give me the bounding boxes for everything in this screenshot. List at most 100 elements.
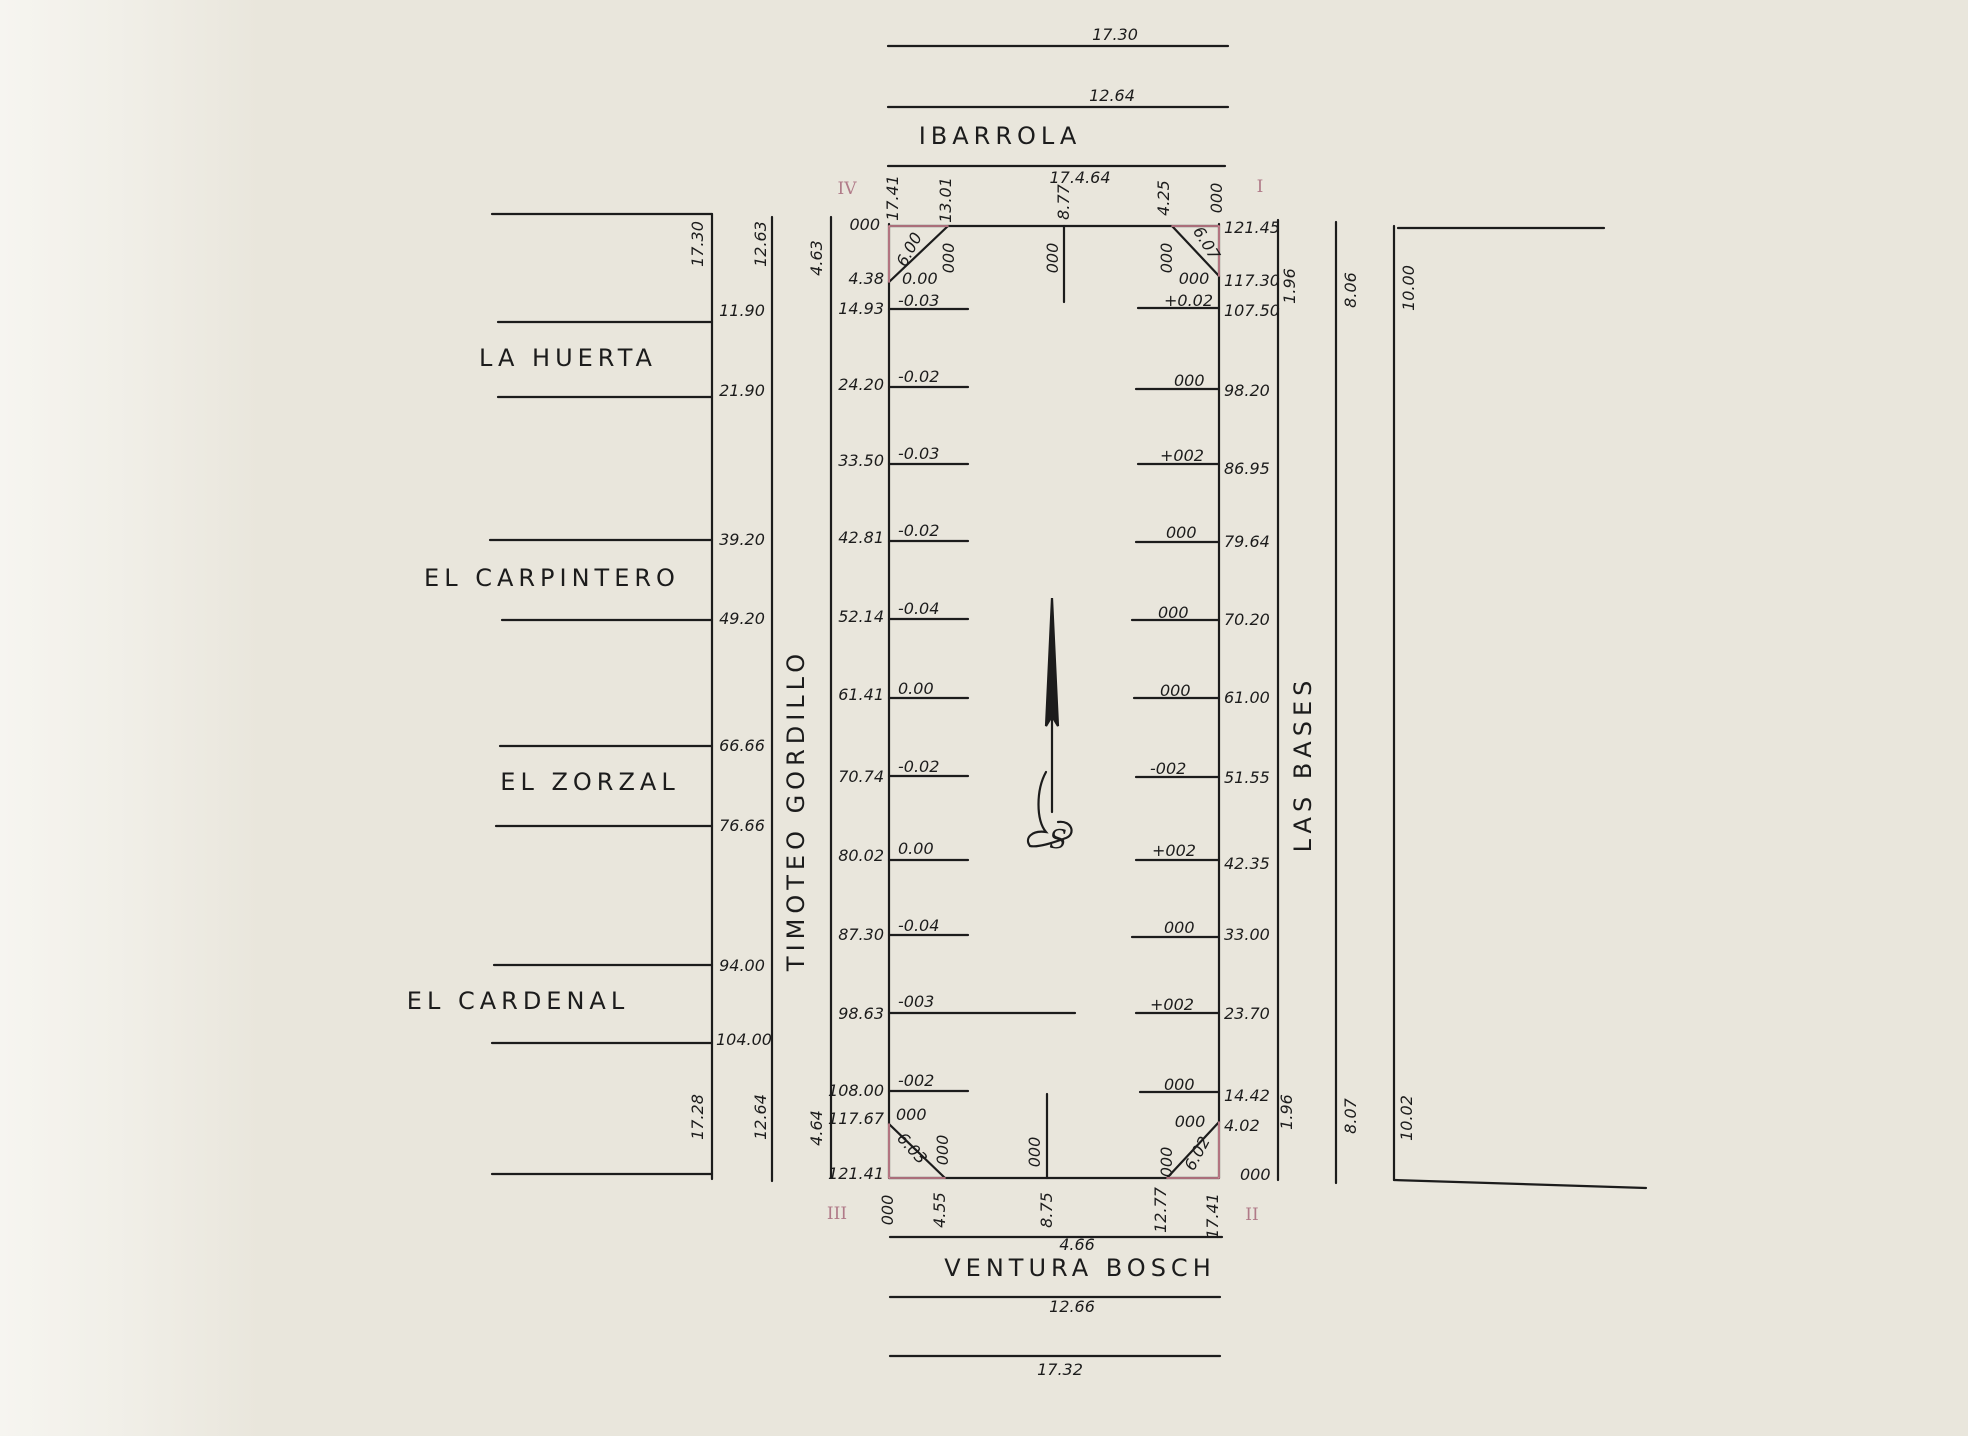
- street-name-south: VENTURA BOSCH: [944, 1254, 1215, 1282]
- north-left-offset: 4.63: [807, 240, 826, 276]
- chainage-value: 87.30: [838, 925, 884, 944]
- south-mark: 8.75: [1037, 1192, 1056, 1228]
- east-block-depth-top: 10.00: [1399, 265, 1418, 311]
- chainage-value: 80.02: [838, 846, 884, 865]
- level-value: -002: [898, 1071, 934, 1090]
- south-street: 4.66 VENTURA BOSCH 12.66 17.32: [888, 1235, 1224, 1379]
- sw-chamfer: [887, 1122, 947, 1180]
- chainage-value: 14.93: [838, 299, 884, 318]
- chainage-value: 51.55: [1224, 768, 1270, 787]
- chainage-value: 79.64: [1224, 532, 1270, 551]
- chainage-value: 98.63: [838, 1004, 884, 1023]
- chainage-value: 52.14: [838, 607, 884, 626]
- se-chamfer-length: 6.02: [1180, 1133, 1214, 1173]
- street-name-east: LAS BASES: [1289, 676, 1317, 853]
- level-value: +002: [1160, 446, 1204, 465]
- lot-depth-top: 17.30: [688, 221, 707, 267]
- north-left-offset-2: 4.38: [848, 269, 884, 288]
- lot-measure: 49.20: [719, 609, 765, 628]
- lot-measure: 21.90: [719, 381, 765, 400]
- level-value: 000: [1158, 603, 1189, 622]
- level-value: -0.02: [898, 367, 939, 386]
- level-value: 0.00: [898, 679, 934, 698]
- level-value: 000: [1166, 523, 1197, 542]
- street-name-north: IBARROLA: [919, 122, 1082, 150]
- level-value: +002: [1150, 995, 1194, 1014]
- lot-measure: 11.90: [719, 301, 765, 320]
- chainage-value: 117.30: [1224, 271, 1280, 290]
- lot-name-el-zorzal: EL ZORZAL: [500, 768, 679, 796]
- level-value: -0.02: [898, 521, 939, 540]
- west-street-width-bottom: 12.64: [751, 1094, 770, 1140]
- level-value: 000: [1174, 371, 1205, 390]
- level-value: -0.03: [898, 291, 939, 310]
- south-width-mid: 12.66: [1049, 1297, 1095, 1316]
- sw-level: 000: [896, 1105, 927, 1124]
- chainage-value: 108.00: [828, 1081, 884, 1100]
- south-width-outer: 17.32: [1037, 1360, 1083, 1379]
- chainage-value: 86.95: [1224, 459, 1270, 478]
- north-width-inner: 17.4.64: [1049, 168, 1110, 187]
- chainage-value: 24.20: [838, 375, 884, 394]
- south-zero: 000: [933, 1135, 952, 1166]
- north-mark: 8.77: [1054, 183, 1073, 219]
- south-letter-icon: [1026, 770, 1073, 848]
- chainage-value: 107.50: [1224, 301, 1280, 320]
- south-east-offset: 1.96: [1277, 1094, 1296, 1130]
- nw-chamfer-length: 6.00: [892, 229, 926, 269]
- west-levels: -0.03 -0.02 -0.03 -0.02 -0.04 0.00 -0.02…: [898, 291, 939, 1090]
- nw-chamfer: [887, 224, 950, 284]
- se-chamfer: [1165, 1120, 1221, 1180]
- north-mark: 000: [1207, 183, 1226, 214]
- north-mark: 13.01: [936, 177, 955, 223]
- chainage-value: 14.42: [1224, 1086, 1270, 1105]
- lot-name-la-huerta: LA HUERTA: [479, 344, 657, 372]
- lot-name-el-cardenal: EL CARDENAL: [407, 987, 629, 1015]
- lot-measure: 39.20: [719, 530, 765, 549]
- chainage-value: 33.00: [1224, 925, 1270, 944]
- east-block-depth-bottom: 10.02: [1397, 1095, 1416, 1141]
- level-value: 0.00: [898, 839, 934, 858]
- south-mark: 4.55: [930, 1192, 949, 1228]
- north-mark: 4.25: [1154, 180, 1173, 216]
- chainage-value: 42.35: [1224, 854, 1270, 873]
- south-zero: 000: [1025, 1137, 1044, 1168]
- chainage-value: 98.20: [1224, 381, 1270, 400]
- south-side-details: 4.64 000 000 4.55 8.75 12.77 17.41 6.03 …: [807, 1094, 1296, 1239]
- north-zero: 000: [1043, 243, 1062, 274]
- lot-name-el-carpintero: EL CARPINTERO: [424, 564, 680, 592]
- level-value: -0.04: [898, 916, 939, 935]
- south-width-inner: 4.66: [1059, 1235, 1095, 1254]
- lot-measure: 94.00: [719, 956, 765, 975]
- chainage-value: 42.81: [838, 528, 884, 547]
- south-zero: 000: [1157, 1147, 1176, 1178]
- north-zero-nw: 000: [849, 215, 880, 234]
- north-arrow-icon: [1044, 597, 1060, 727]
- corner-marker-iv: IV: [838, 179, 858, 199]
- surveyed-block: [829, 215, 1280, 1182]
- corner-marker-ii: II: [1245, 1205, 1258, 1225]
- east-levels: +0.02 000 +002 000 000 000 -002 +002 000…: [1150, 291, 1213, 1094]
- north-mark: 17.41: [883, 175, 902, 221]
- level-value: -0.03: [898, 444, 939, 463]
- east-street-width-bottom: 8.07: [1341, 1097, 1360, 1133]
- east-chainage: 121.45 117.30 107.50 98.20 86.95 79.64 7…: [1224, 218, 1280, 1135]
- nw-level: 0.00: [902, 269, 938, 288]
- west-chainage: 14.93 24.20 33.50 42.81 52.14 61.41 70.7…: [828, 299, 885, 1183]
- south-left-offset: 4.64: [807, 1110, 826, 1146]
- chainage-value: 121.45: [1224, 218, 1280, 237]
- lot-measure: 104.00: [716, 1030, 772, 1049]
- level-value: -0.02: [898, 757, 939, 776]
- paper-edge-fade: [0, 0, 260, 1436]
- north-zero: 000: [1157, 243, 1176, 274]
- north-street: 17.30 12.64 17.4.64 IBARROLA: [886, 25, 1230, 187]
- ne-chamfer: [1170, 224, 1221, 278]
- north-width-outer: 17.30: [1092, 25, 1138, 44]
- south-mark: 12.77: [1151, 1186, 1170, 1233]
- north-arrow: S: [1026, 597, 1073, 855]
- lot-measure: 76.66: [719, 816, 765, 835]
- level-value: 000: [1164, 1075, 1195, 1094]
- lot-depth-bottom: 17.28: [688, 1094, 707, 1140]
